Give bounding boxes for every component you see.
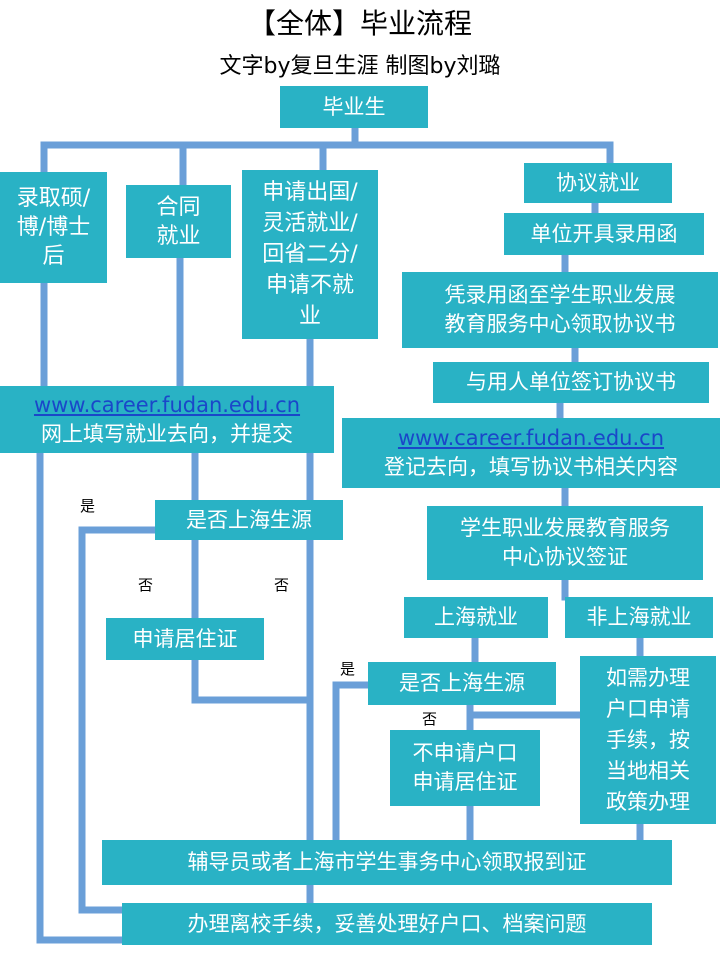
node-is-shanghai-1: 是否上海生源	[155, 500, 343, 540]
node-agreement: 协议就业	[524, 163, 672, 203]
node-local-policy: 如需办理 户口申请 手续，按 当地相关 政策办理	[580, 656, 716, 824]
node-leave-school: 办理离校手续，妥善处理好户口、档案问题	[122, 903, 652, 945]
node-residence-permit: 申请居住证	[106, 618, 264, 660]
node-register-text: 登记去向，填写协议书相关内容	[384, 455, 678, 479]
node-offer-letter: 单位开具录用函	[504, 213, 704, 255]
label-no-1: 否	[138, 576, 154, 594]
node-center-sign: 学生职业发展教育服务 中心协议签证	[427, 506, 703, 580]
node-contract: 合同 就业	[126, 185, 231, 258]
node-register: www.career.fudan.edu.cn 登记去向，填写协议书相关内容	[342, 418, 720, 488]
node-is-shanghai-2: 是否上海生源	[368, 662, 556, 705]
node-online-submit-text: 网上填写就业去向，并提交	[41, 421, 293, 446]
node-no-hukou: 不申请户口 申请居住证	[390, 730, 540, 806]
node-online-submit: www.career.fudan.edu.cn 网上填写就业去向，并提交	[0, 386, 334, 453]
node-collect-agreement: 凭录用函至学生职业发展 教育服务中心领取协议书	[402, 272, 718, 348]
label-yes-2: 是	[340, 660, 356, 678]
node-report-card: 辅导员或者上海市学生事务中心领取报到证	[102, 840, 672, 885]
career-link-2[interactable]: www.career.fudan.edu.cn	[397, 426, 665, 450]
node-graduate: 毕业生	[280, 86, 428, 128]
page-title: 【全体】毕业流程	[247, 7, 472, 40]
node-shanghai-job: 上海就业	[404, 597, 548, 638]
node-admitted: 录取硕/ 博/博士 后	[0, 172, 107, 283]
page-subtitle: 文字by复旦生涯 制图by刘璐	[219, 54, 501, 79]
node-non-shanghai-job: 非上海就业	[565, 597, 713, 638]
career-link[interactable]: www.career.fudan.edu.cn	[33, 392, 301, 417]
label-no-2: 否	[274, 576, 290, 594]
node-sign-agreement: 与用人单位签订协议书	[433, 362, 709, 403]
label-yes-1: 是	[80, 497, 96, 515]
node-abroad: 申请出国/ 灵活就业/ 回省二分/ 申请不就 业	[242, 170, 378, 339]
label-no-3: 否	[422, 710, 438, 728]
